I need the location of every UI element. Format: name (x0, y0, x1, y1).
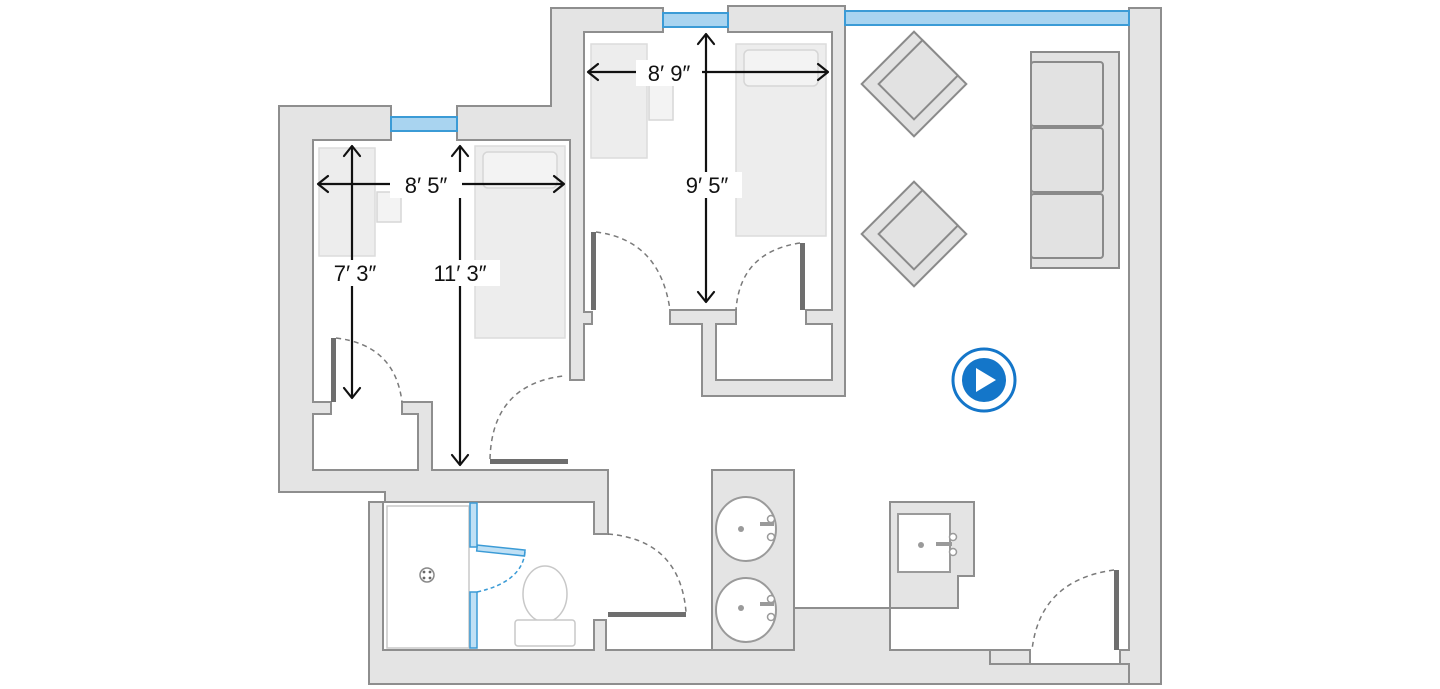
door-center-closet (591, 232, 596, 310)
bottom-right-step (989, 649, 1031, 665)
dimension-labels: 8′ 5″ 7′ 3″ 11′ 3″ 8′ 9″ 9′ 5″ (326, 60, 742, 286)
armchair-bottom (860, 180, 968, 288)
toilet-tank (514, 619, 576, 647)
toilet-bowl (522, 565, 568, 623)
living-area-furniture (860, 30, 1120, 288)
center-bedroom-furniture (590, 43, 827, 237)
sink-lower (715, 577, 777, 643)
right-exterior-wall (1119, 7, 1162, 685)
pillow-center (743, 49, 819, 87)
door-center-wardrobe (800, 243, 805, 310)
desk-center (590, 43, 648, 159)
shower-glass-lower (469, 591, 478, 649)
left-bedroom-wall (278, 105, 609, 535)
dimension-label-center-length: 9′ 5″ (686, 173, 729, 198)
armchair-top (860, 30, 968, 138)
shower-glass-upper (469, 502, 478, 548)
pillow-left (482, 151, 558, 189)
door-entry (1114, 570, 1119, 650)
sofa (1030, 51, 1120, 269)
dimension-label-center-width: 8′ 9″ (648, 61, 691, 86)
door-bathroom (608, 612, 686, 617)
shower-glass-door (475, 544, 526, 557)
left-bedroom-furniture (318, 145, 566, 339)
left-bedroom-top-right-wall (456, 7, 664, 381)
bathroom (386, 496, 958, 649)
play-button[interactable] (951, 347, 1017, 413)
desk-chair-center (648, 81, 674, 121)
sink-upper (715, 496, 777, 562)
door-left-bedroom (490, 459, 568, 464)
window-right (844, 10, 1130, 26)
window-left (390, 116, 458, 132)
door-left-closet (331, 338, 336, 402)
desk-left (318, 147, 376, 257)
dimension-label-left-length: 11′ 3″ (433, 261, 486, 286)
windows (390, 10, 1130, 132)
window-center (662, 12, 729, 28)
shower-door-swing (476, 551, 526, 593)
shower-drain (419, 567, 435, 583)
play-icon (976, 368, 996, 392)
dimension-label-left-width: 8′ 5″ (405, 173, 448, 198)
doors (331, 231, 1119, 651)
dimension-label-left-closet: 7′ 3″ (334, 261, 377, 286)
center-bedroom-wall (669, 5, 846, 397)
